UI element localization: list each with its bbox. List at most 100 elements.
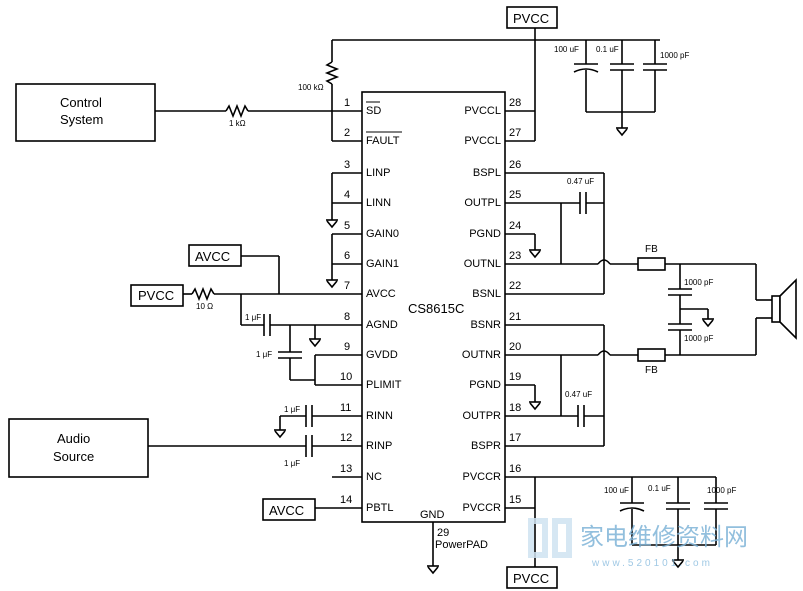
resistor-sd [225,103,249,119]
c-gvdd-value: 1 μF [256,350,272,359]
svg-text:15: 15 [509,494,521,506]
control-system-line1: Control [60,95,102,110]
svg-text:21: 21 [509,311,521,323]
avcc-14-label-box [262,498,316,521]
svg-text:20: 20 [509,341,521,353]
pvcc-bottom-label-box [506,566,558,589]
ferrite-bead-2 [637,348,666,362]
pvcc-left-label: PVCC [138,288,174,303]
svg-text:GAIN1: GAIN1 [366,258,399,270]
pvcc-left-label-box [130,284,184,307]
ic-body [361,91,506,523]
c-bs-r-value: 0.47 uF [565,390,592,399]
c-top-1-value: 100 uF [554,45,579,54]
ground-symbol [427,565,439,575]
pvcc-top-label-box [506,6,558,29]
ic-name: CS8615C [408,301,464,316]
svg-text:26: 26 [509,159,521,171]
bottom-decoupling-caps [619,477,728,569]
top-decoupling-caps [573,40,667,137]
svg-text:PGND: PGND [469,379,501,391]
svg-text:7: 7 [344,280,350,292]
svg-text:25: 25 [509,189,521,201]
svg-text:14: 14 [340,494,352,506]
ground-symbol [326,219,338,229]
svg-text:2: 2 [344,127,350,139]
svg-text:NC: NC [366,471,382,483]
ground-symbol [309,338,321,348]
c-agnd-value: 1 μF [245,313,261,322]
ground-symbol [529,401,541,411]
fb-2-label: FB [645,365,658,376]
svg-text:22: 22 [509,280,521,292]
c-out-1-value: 1000 pF [684,278,713,287]
svg-text:28: 28 [509,97,521,109]
resistor-avcc [191,286,215,302]
svg-text:6: 6 [344,250,350,262]
svg-text:PBTL: PBTL [366,502,394,514]
ground-symbol [529,249,541,259]
svg-text:BSPR: BSPR [471,440,501,452]
svg-text:GVDD: GVDD [366,349,398,361]
svg-text:BSNR: BSNR [470,319,501,331]
svg-text:PLIMIT: PLIMIT [366,379,402,391]
right-pin-names: PVCCL PVCCL BSPL OUTPL PGND OUTNL BSNL B… [462,105,501,514]
r-pullup-value: 100 kΩ [298,83,324,92]
svg-text:PGND: PGND [469,228,501,240]
watermark-cn: 家电维修资料网 [580,524,748,551]
ic-gnd-label: GND [420,509,445,521]
right-pin-numbers: 28 27 26 25 24 23 22 21 20 19 18 17 16 1… [509,97,521,506]
c-bot-3-value: 1000 pF [707,486,736,495]
svg-text:SD: SD [366,105,381,117]
svg-text:23: 23 [509,250,521,262]
svg-text:27: 27 [509,127,521,139]
svg-text:RINN: RINN [366,410,393,422]
svg-text:OUTPR: OUTPR [463,410,502,422]
c-top-3-value: 1000 pF [660,51,689,60]
svg-text:RINP: RINP [366,440,392,452]
svg-text:19: 19 [509,371,521,383]
pvcc-top-label: PVCC [513,11,549,26]
c-rinn-value: 1 μF [284,405,300,414]
svg-text:10: 10 [340,371,352,383]
watermark: 家电维修资料网 www.520101.com [528,518,748,569]
svg-text:PVCCL: PVCCL [464,135,501,147]
r-avcc-value: 10 Ω [196,302,213,311]
svg-text:9: 9 [344,341,350,353]
c-out-2-value: 1000 pF [684,334,713,343]
pvcc-bottom-label: PVCC [513,571,549,586]
svg-text:18: 18 [509,402,521,414]
svg-text:OUTPL: OUTPL [464,197,501,209]
avcc-14-label: AVCC [269,503,304,518]
svg-text:LINN: LINN [366,197,391,209]
svg-text:24: 24 [509,220,521,232]
left-pin-names: SD FAULT LINP LINN GAIN0 GAIN1 AVCC AGND… [366,105,402,514]
powerpad-label: PowerPAD [435,539,488,551]
ground-symbol [326,279,338,289]
svg-text:4: 4 [344,189,350,201]
svg-text:11: 11 [340,402,351,414]
svg-text:PVCCR: PVCCR [462,471,501,483]
audio-source-line1: Audio [57,431,90,446]
ferrite-bead-1 [637,257,666,271]
c-top-2-value: 0.1 uF [596,45,619,54]
ground-symbol [274,429,286,439]
svg-text:OUTNL: OUTNL [464,258,501,270]
c-bot-1-value: 100 uF [604,486,629,495]
output-filter-caps [668,264,714,355]
svg-text:8: 8 [344,311,350,323]
svg-text:BSPL: BSPL [473,167,501,179]
c-rinp-value: 1 μF [284,459,300,468]
svg-text:13: 13 [340,463,352,475]
left-pin-numbers: 1 2 3 4 5 6 7 8 9 10 11 12 13 14 [340,97,352,506]
r-sd-value: 1 kΩ [229,119,246,128]
speaker-icon [755,264,797,355]
control-system-line2: System [60,112,103,127]
c-bot-2-value: 0.1 uF [648,484,671,493]
svg-text:5: 5 [344,220,350,232]
fb-1-label: FB [645,244,658,255]
audio-source-line2: Source [53,449,94,464]
svg-text:PVCCL: PVCCL [464,105,501,117]
svg-text:AVCC: AVCC [366,288,396,300]
